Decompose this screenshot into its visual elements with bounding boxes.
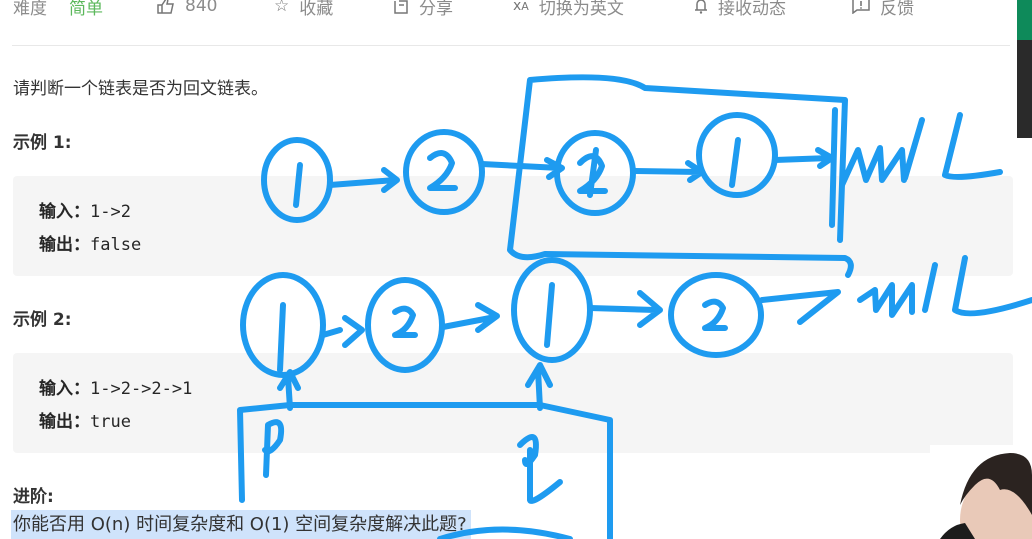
notify-label: 接收动态 (718, 0, 786, 19)
presenter-face-image (930, 445, 1032, 539)
notify-button[interactable]: 接收动态 (694, 0, 786, 19)
node-circle (668, 272, 764, 358)
input-value: 1->2->2->1 (90, 379, 193, 399)
feedback-button[interactable]: 反馈 (852, 0, 914, 19)
example-1-title: 示例 1: (13, 133, 72, 153)
side-window-edge (1017, 0, 1032, 138)
share-button[interactable]: 分享 (393, 0, 453, 19)
translate-label: 切换为英文 (538, 0, 624, 19)
feedback-label: 反馈 (880, 0, 914, 19)
input-label: 输入： (39, 379, 90, 399)
star-icon: ☆ (274, 0, 290, 16)
toolbar-divider (12, 45, 1010, 46)
feedback-icon (852, 0, 870, 14)
example-1-input: 输入：1->2 (39, 197, 131, 222)
advance-text-selected[interactable]: 你能否用 O(n) 时间复杂度和 O(1) 空间复杂度解决此题? (11, 510, 471, 539)
favorite-label: 收藏 (299, 0, 334, 19)
side-window-header (1017, 0, 1032, 40)
problem-description: 请判断一个链表是否为回文链表。 (13, 79, 268, 99)
webcam-overlay (930, 445, 1032, 539)
output-label: 输出： (39, 235, 90, 255)
example-1-codebox: 输入：1->2 输出：false (13, 176, 1013, 276)
difficulty-label: 难度 (13, 0, 47, 19)
example-2-input: 输入：1->2->2->1 (39, 374, 192, 399)
thumbs-up-icon (157, 0, 175, 14)
example-2-title: 示例 2: (13, 310, 72, 330)
difficulty: 难度 简单 (13, 0, 103, 19)
likes-count: 840 (185, 0, 218, 16)
output-label: 输出： (39, 412, 90, 432)
share-label: 分享 (419, 0, 453, 19)
example-1-output: 输出：false (39, 230, 141, 255)
example-2-codebox: 输入：1->2->2->1 输出：true (13, 353, 1013, 453)
favorite-button[interactable]: ☆ 收藏 (274, 0, 333, 19)
input-value: 1->2 (90, 202, 131, 222)
advance-title: 进阶: (13, 487, 54, 507)
output-value: false (90, 235, 142, 255)
difficulty-value: 简单 (69, 0, 103, 19)
input-label: 输入： (39, 202, 90, 222)
example-2-output: 输出：true (39, 407, 131, 432)
like-button[interactable]: 840 (157, 0, 217, 16)
output-value: true (90, 412, 131, 432)
share-icon (393, 0, 409, 14)
bell-icon (694, 0, 708, 14)
